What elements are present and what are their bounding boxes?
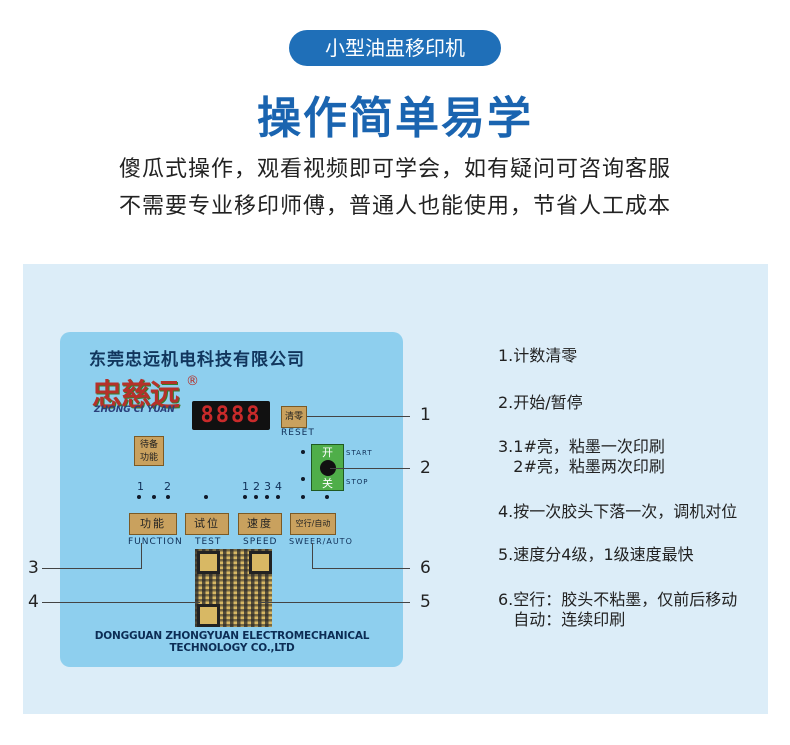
note-5: 5.速度分4级，1级速度最快 bbox=[498, 545, 694, 564]
speed-number: 4 bbox=[275, 480, 282, 493]
function-button[interactable]: 功能 bbox=[129, 513, 177, 535]
indicator-number: 2 bbox=[164, 480, 171, 493]
note-2: 2.开始/暂停 bbox=[498, 393, 583, 412]
switch-off-label: 关 bbox=[322, 477, 333, 490]
speed-dot bbox=[276, 495, 280, 499]
speed-button[interactable]: 速度 bbox=[238, 513, 282, 535]
mode-dot bbox=[301, 495, 305, 499]
speed-label: SPEED bbox=[243, 537, 278, 547]
callout-line-6-vertical bbox=[312, 543, 313, 568]
speed-number: 1 bbox=[242, 480, 249, 493]
sweer-auto-label: SWEER/AUTO bbox=[289, 537, 353, 546]
callout-line-3 bbox=[42, 568, 142, 569]
switch-knob[interactable] bbox=[320, 460, 336, 476]
speed-dot bbox=[243, 495, 247, 499]
company-name-en: DONGGUAN ZHONGYUAN ELECTROMECHANICAL TEC… bbox=[94, 630, 370, 654]
indicator-dot bbox=[166, 495, 170, 499]
note-3a: 3.1#亮，粘墨一次印刷 bbox=[498, 437, 665, 456]
start-label: START bbox=[346, 449, 373, 457]
start-indicator-dot bbox=[301, 450, 305, 454]
callout-line-2 bbox=[330, 468, 410, 469]
reset-button[interactable]: 清零 bbox=[281, 406, 307, 428]
standby-button[interactable]: 待备 功能 bbox=[134, 436, 164, 466]
note-6a: 6.空行：胶头不粘墨，仅前后移动 bbox=[498, 590, 738, 609]
indicator-number: 1 bbox=[137, 480, 144, 493]
callout-line-4 bbox=[42, 602, 200, 603]
callout-6: 6 bbox=[420, 558, 431, 578]
reset-label: RESET bbox=[281, 428, 315, 438]
qr-finder bbox=[197, 604, 220, 627]
speed-dot bbox=[254, 495, 258, 499]
indicator-dot bbox=[204, 495, 208, 499]
test-label: TEST bbox=[195, 537, 222, 547]
counter-display: 8888 bbox=[192, 401, 270, 430]
callout-line-3-vertical bbox=[141, 543, 142, 568]
subtitle-line-1: 傻瓜式操作，观看视频即可学会，如有疑问可咨询客服 bbox=[118, 157, 671, 182]
callout-5: 5 bbox=[420, 592, 431, 612]
brand-name-en: ZHONG CI YUAN bbox=[94, 405, 175, 415]
speed-number: 3 bbox=[264, 480, 271, 493]
mode-dot bbox=[325, 495, 329, 499]
qr-finder bbox=[249, 551, 272, 574]
speed-number: 2 bbox=[253, 480, 260, 493]
callout-line-1 bbox=[307, 416, 410, 417]
company-name-cn: 东莞忠远机电科技有限公司 bbox=[89, 350, 305, 370]
indicator-dot bbox=[137, 495, 141, 499]
stop-indicator-dot bbox=[301, 477, 305, 481]
sweer-auto-button[interactable]: 空行/自动 bbox=[290, 513, 336, 535]
callout-2: 2 bbox=[420, 458, 431, 478]
brand-logo: 忠慈远 bbox=[92, 378, 180, 413]
note-6b: 自动：连续印刷 bbox=[498, 610, 626, 629]
speed-dot bbox=[265, 495, 269, 499]
stop-label: STOP bbox=[346, 478, 369, 486]
registered-mark: ® bbox=[186, 374, 199, 389]
note-4: 4.按一次胶头下落一次，调机对位 bbox=[498, 502, 738, 521]
page-title: 操作简单易学 bbox=[257, 93, 533, 144]
callout-1: 1 bbox=[420, 405, 431, 425]
function-label: FUNCTION bbox=[128, 537, 183, 547]
note-1: 1.计数清零 bbox=[498, 346, 578, 365]
callout-4: 4 bbox=[28, 592, 39, 612]
callout-3: 3 bbox=[28, 558, 39, 578]
start-stop-switch[interactable] bbox=[311, 444, 344, 491]
subtitle-line-2: 不需要专业移印师傅，普通人也能使用，节省人工成本 bbox=[118, 194, 671, 219]
qr-finder bbox=[197, 551, 220, 574]
test-button[interactable]: 试位 bbox=[185, 513, 229, 535]
note-3b: 2#亮，粘墨两次印刷 bbox=[498, 457, 665, 476]
callout-line-5 bbox=[258, 602, 410, 603]
product-tag: 小型油盅移印机 bbox=[289, 30, 501, 66]
switch-on-label: 开 bbox=[322, 446, 333, 459]
indicator-dot bbox=[152, 495, 156, 499]
callout-line-6 bbox=[312, 568, 410, 569]
